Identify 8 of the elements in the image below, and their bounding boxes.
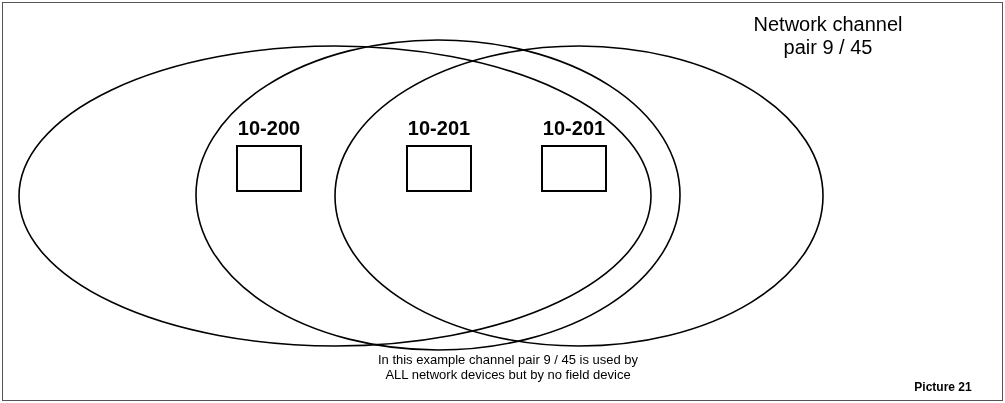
device-id: 10-200 (236, 117, 302, 140)
note-text: In this example channel pair 9 / 45 is used by ALL network devices but by no field device (376, 353, 640, 383)
ellipse-outline (195, 39, 681, 351)
ellipse-outline (18, 45, 652, 347)
picture-number: Picture 21 (913, 381, 973, 395)
device-id: 10-201 (406, 117, 472, 140)
channel-pair-label: Network channel pair 9 / 45 (752, 13, 904, 59)
device-id: 10-201 (541, 117, 607, 140)
